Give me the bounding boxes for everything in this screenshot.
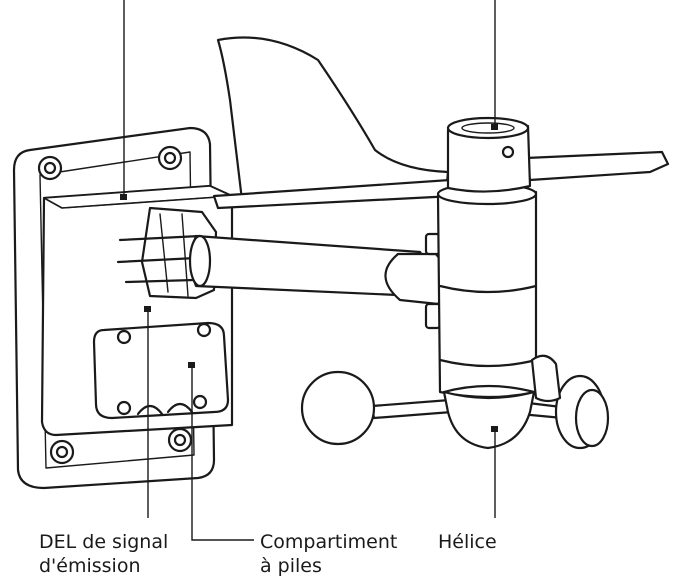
support-arm: [188, 232, 448, 330]
pointer-propeller: [491, 426, 498, 432]
pointer-led: [144, 306, 151, 312]
leader-lines: [123, 0, 496, 541]
sensor-body: [436, 182, 538, 399]
label-propeller-line1: Hélice: [438, 531, 497, 553]
battery-compartment: [92, 321, 230, 420]
label-propeller: Hélice: [438, 530, 497, 554]
label-emission-led: DEL de signal d'émission: [39, 530, 168, 578]
pointer-battery: [188, 362, 195, 368]
pointer-markers: [120, 124, 498, 432]
anemometer: [300, 354, 610, 450]
top-cap: [446, 116, 532, 193]
label-emission-led-line1: DEL de signal: [39, 531, 169, 553]
label-emission-led-line2: d'émission: [39, 555, 141, 577]
leader-line-battery: [191, 368, 254, 541]
propeller-hub: [442, 384, 536, 450]
label-battery-compartment-line1: Compartiment: [260, 531, 398, 553]
pointer-top-left: [120, 194, 127, 200]
label-battery-compartment-line2: à piles: [260, 555, 322, 577]
pointer-top-right: [491, 124, 498, 130]
label-battery-compartment: Compartiment à piles: [260, 530, 397, 578]
wind-vane: [212, 36, 670, 210]
